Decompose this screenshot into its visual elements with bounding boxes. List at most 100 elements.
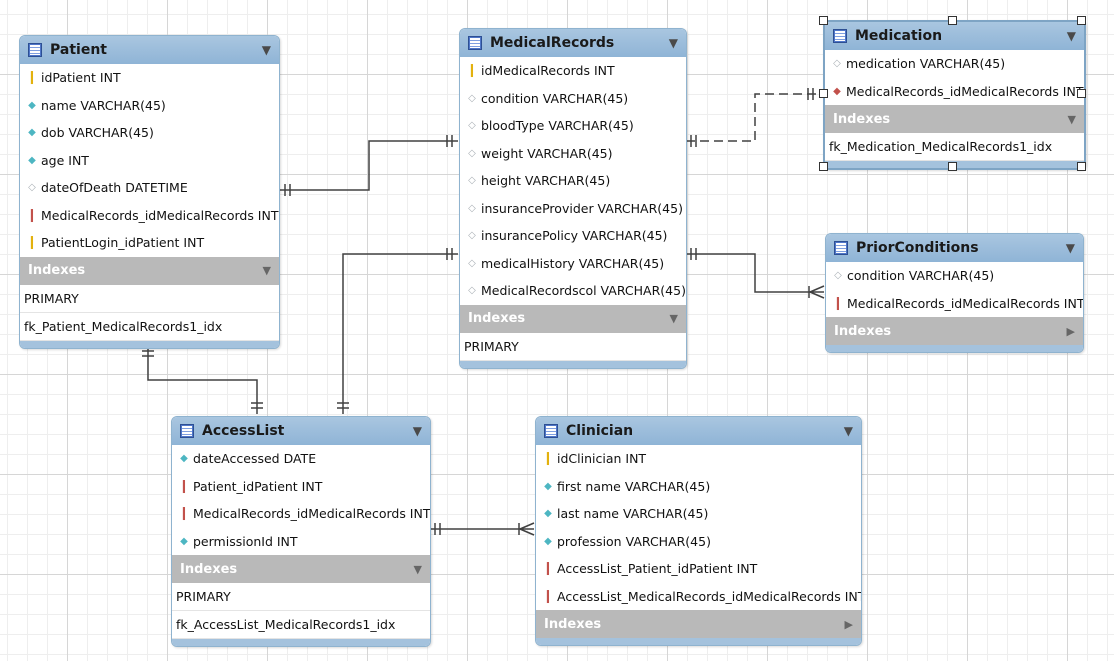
column-row[interactable]: ◇medication VARCHAR(45) bbox=[825, 50, 1084, 78]
resize-handle-top-middle[interactable] bbox=[948, 16, 957, 25]
primary-key-icon: ❙ bbox=[26, 235, 38, 251]
triangle-down-icon[interactable]: ▼ bbox=[669, 312, 678, 325]
resize-handle-top-left[interactable] bbox=[819, 16, 828, 25]
index-row[interactable]: PRIMARY bbox=[172, 583, 430, 611]
indexes-header[interactable]: Indexes ▼ bbox=[172, 555, 430, 583]
column-row[interactable]: ❙AccessList_MedicalRecords_idMedicalReco… bbox=[536, 583, 861, 611]
indexes-header[interactable]: Indexes ▶ bbox=[536, 610, 861, 638]
column-row[interactable]: ◆ profession VARCHAR(45) bbox=[536, 528, 861, 556]
column-row[interactable]: ◆MedicalRecords_idMedicalRecords INT bbox=[825, 78, 1084, 106]
resize-handle-bottom-right[interactable] bbox=[1077, 162, 1086, 171]
table-medication[interactable]: Medication ▼ ◇medication VARCHAR(45)◆Med… bbox=[823, 20, 1086, 170]
column-row[interactable]: ❙MedicalRecords_idMedicalRecords INT bbox=[826, 290, 1083, 318]
table-header[interactable]: MedicalRecords ▼ bbox=[460, 29, 686, 57]
column-row[interactable]: ◇bloodType VARCHAR(45) bbox=[460, 112, 686, 140]
column-row[interactable]: ◇insuranceProvider VARCHAR(45) bbox=[460, 195, 686, 223]
triangle-down-icon[interactable]: ▼ bbox=[412, 424, 422, 438]
triangle-down-icon[interactable]: ▼ bbox=[1065, 241, 1075, 255]
index-row[interactable]: fk_Patient_MedicalRecords1_idx bbox=[20, 313, 279, 341]
relationship-patient-accesslist bbox=[147, 346, 258, 414]
table-header[interactable]: AccessList ▼ bbox=[172, 417, 430, 445]
table-header[interactable]: Patient ▼ bbox=[20, 36, 279, 64]
column-label: medication VARCHAR(45) bbox=[846, 56, 1006, 72]
column-row[interactable]: ◇dateOfDeath DATETIME bbox=[20, 174, 279, 202]
not-null-column-icon: ◆ bbox=[544, 535, 552, 547]
indexes-header[interactable]: Indexes ▶ bbox=[826, 317, 1083, 345]
triangle-down-icon[interactable]: ▼ bbox=[262, 264, 271, 277]
not-null-column-icon: ◆ bbox=[180, 535, 188, 547]
nullable-column-icon: ◇ bbox=[468, 92, 476, 104]
column-row[interactable]: ◆dateAccessed DATE bbox=[172, 445, 430, 473]
triangle-down-icon[interactable]: ▼ bbox=[668, 36, 678, 50]
table-footer bbox=[20, 340, 279, 348]
triangle-down-icon[interactable]: ▼ bbox=[413, 562, 422, 576]
column-label: permissionId INT bbox=[193, 533, 298, 549]
nullable-column-icon: ◇ bbox=[468, 202, 476, 214]
column-row[interactable]: ◆ permissionId INT bbox=[172, 528, 430, 556]
index-row[interactable]: PRIMARY bbox=[20, 285, 279, 313]
index-row[interactable]: fk_Medication_MedicalRecords1_idx bbox=[825, 133, 1084, 161]
table-name: MedicalRecords bbox=[490, 35, 615, 51]
resize-handle-bottom-middle[interactable] bbox=[948, 162, 957, 171]
indexes-label: Indexes bbox=[833, 111, 891, 127]
column-label: medicalHistory VARCHAR(45) bbox=[481, 255, 665, 271]
resize-handle-middle-right[interactable] bbox=[1077, 89, 1086, 98]
column-row[interactable]: ❙idPatient INT bbox=[20, 64, 279, 92]
index-row[interactable]: fk_AccessList_MedicalRecords1_idx bbox=[172, 611, 430, 639]
column-row[interactable]: ❙idMedicalRecords INT bbox=[460, 57, 686, 85]
column-row[interactable]: ◇height VARCHAR(45) bbox=[460, 167, 686, 195]
column-row[interactable]: ◇MedicalRecordscol VARCHAR(45) bbox=[460, 277, 686, 305]
table-patient[interactable]: Patient ▼ ❙idPatient INT◆name VARCHAR(45… bbox=[19, 35, 280, 349]
triangle-down-icon[interactable]: ▼ bbox=[843, 424, 853, 438]
table-accesslist[interactable]: AccessList ▼ ◆dateAccessed DATE❙Patient_… bbox=[171, 416, 431, 647]
index-row[interactable]: PRIMARY bbox=[460, 333, 686, 361]
column-label: dateOfDeath DATETIME bbox=[41, 180, 188, 196]
column-label: bloodType VARCHAR(45) bbox=[481, 118, 634, 134]
column-label: first name VARCHAR(45) bbox=[557, 478, 711, 494]
column-row[interactable]: ◆name VARCHAR(45) bbox=[20, 92, 279, 120]
resize-handle-top-right[interactable] bbox=[1077, 16, 1086, 25]
column-row[interactable]: ◆age INT bbox=[20, 147, 279, 175]
column-label: insurancePolicy VARCHAR(45) bbox=[481, 228, 668, 244]
triangle-right-icon[interactable]: ▶ bbox=[1066, 324, 1075, 338]
column-row[interactable]: ❙MedicalRecords_idMedicalRecords INT bbox=[20, 202, 279, 230]
indexes-header[interactable]: Indexes ▼ bbox=[460, 304, 686, 333]
primary-key-icon: ❙ bbox=[466, 63, 478, 79]
column-row[interactable]: ◆last name VARCHAR(45) bbox=[536, 500, 861, 528]
table-footer bbox=[536, 638, 861, 645]
column-row[interactable]: ❙PatientLogin_idPatient INT bbox=[20, 229, 279, 257]
indexes-header[interactable]: Indexes ▼ bbox=[20, 256, 279, 285]
table-header[interactable]: Medication ▼ bbox=[825, 22, 1084, 50]
column-row[interactable]: ◇condition VARCHAR(45) bbox=[460, 85, 686, 113]
column-row[interactable]: ◆first name VARCHAR(45) bbox=[536, 473, 861, 501]
table-clinician[interactable]: Clinician ▼ ❙idClinician INT◆first name … bbox=[535, 416, 862, 646]
indexes-label: Indexes bbox=[468, 311, 526, 326]
column-row[interactable]: ❙MedicalRecords_idMedicalRecords INT bbox=[172, 500, 430, 528]
index-list: PRIMARY bbox=[460, 333, 686, 361]
triangle-down-icon[interactable]: ▼ bbox=[1066, 29, 1076, 43]
column-row[interactable]: ❙Patient_idPatient INT bbox=[172, 473, 430, 501]
primary-key-icon: ❙ bbox=[542, 451, 554, 467]
column-row[interactable]: ◇weight VARCHAR(45) bbox=[460, 140, 686, 168]
column-row[interactable]: ◆dob VARCHAR(45) bbox=[20, 119, 279, 147]
indexes-header[interactable]: Indexes ▼ bbox=[825, 105, 1084, 133]
resize-handle-bottom-left[interactable] bbox=[819, 162, 828, 171]
column-row[interactable]: ❙AccessList_Patient_idPatient INT bbox=[536, 555, 861, 583]
column-row[interactable]: ◇insurancePolicy VARCHAR(45) bbox=[460, 222, 686, 250]
table-medicalrecords[interactable]: MedicalRecords ▼ ❙idMedicalRecords INT◇c… bbox=[459, 28, 687, 369]
column-label: profession VARCHAR(45) bbox=[557, 533, 711, 549]
table-icon bbox=[544, 424, 558, 438]
triangle-down-icon[interactable]: ▼ bbox=[261, 43, 271, 57]
table-priorconditions[interactable]: PriorConditions ▼ ◇condition VARCHAR(45)… bbox=[825, 233, 1084, 353]
column-row[interactable]: ❙idClinician INT bbox=[536, 445, 861, 473]
table-icon bbox=[28, 43, 42, 57]
column-row[interactable]: ◇medicalHistory VARCHAR(45) bbox=[460, 250, 686, 278]
table-name: AccessList bbox=[202, 423, 285, 439]
column-row[interactable]: ◇condition VARCHAR(45) bbox=[826, 262, 1083, 290]
triangle-down-icon[interactable]: ▼ bbox=[1067, 112, 1076, 126]
triangle-right-icon[interactable]: ▶ bbox=[844, 617, 853, 631]
table-header[interactable]: Clinician ▼ bbox=[536, 417, 861, 445]
table-header[interactable]: PriorConditions ▼ bbox=[826, 234, 1083, 262]
resize-handle-middle-left[interactable] bbox=[819, 89, 828, 98]
